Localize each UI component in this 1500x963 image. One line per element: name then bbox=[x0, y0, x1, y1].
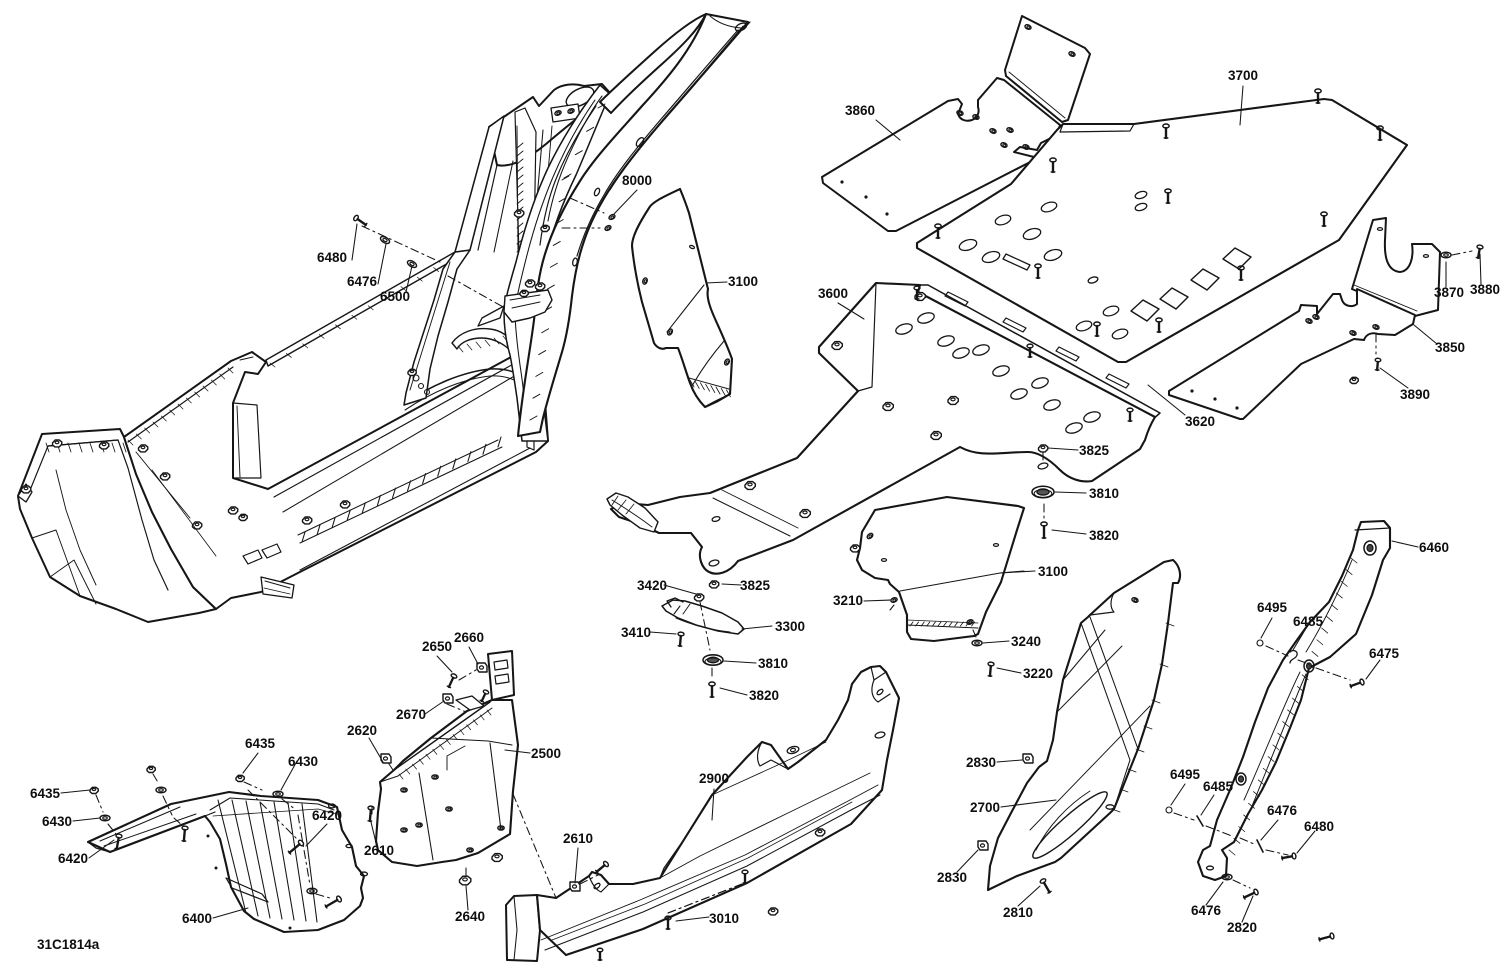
svg-text:3210: 3210 bbox=[833, 593, 863, 608]
svg-text:2610: 2610 bbox=[364, 843, 394, 858]
svg-text:2900: 2900 bbox=[699, 771, 729, 786]
svg-text:6435: 6435 bbox=[245, 736, 276, 751]
svg-text:3100: 3100 bbox=[1038, 564, 1068, 579]
svg-text:3420: 3420 bbox=[637, 578, 667, 593]
svg-text:2700: 2700 bbox=[970, 800, 1000, 815]
svg-text:2660: 2660 bbox=[454, 630, 484, 645]
svg-text:3820: 3820 bbox=[1089, 528, 1119, 543]
svg-text:3410: 3410 bbox=[621, 625, 651, 640]
svg-text:3825: 3825 bbox=[1079, 443, 1110, 458]
svg-text:6420: 6420 bbox=[58, 851, 88, 866]
svg-text:3300: 3300 bbox=[775, 619, 805, 634]
svg-text:2830: 2830 bbox=[937, 870, 967, 885]
svg-text:3600: 3600 bbox=[818, 286, 848, 301]
svg-text:6495: 6495 bbox=[1257, 600, 1288, 615]
svg-text:2650: 2650 bbox=[422, 639, 452, 654]
svg-text:6476: 6476 bbox=[1191, 903, 1222, 918]
svg-text:2640: 2640 bbox=[455, 909, 485, 924]
svg-text:2620: 2620 bbox=[347, 723, 377, 738]
svg-text:2670: 2670 bbox=[396, 707, 426, 722]
svg-text:3810: 3810 bbox=[1089, 486, 1119, 501]
svg-text:3220: 3220 bbox=[1023, 666, 1053, 681]
svg-text:6430: 6430 bbox=[288, 754, 318, 769]
svg-text:6460: 6460 bbox=[1419, 540, 1449, 555]
svg-text:3850: 3850 bbox=[1435, 340, 1465, 355]
svg-text:6476: 6476 bbox=[1267, 803, 1298, 818]
svg-text:3820: 3820 bbox=[749, 688, 779, 703]
svg-text:3860: 3860 bbox=[845, 103, 875, 118]
svg-text:31C1814a: 31C1814a bbox=[37, 937, 100, 952]
svg-text:3870: 3870 bbox=[1434, 285, 1464, 300]
svg-text:6420: 6420 bbox=[312, 808, 342, 823]
svg-text:2830: 2830 bbox=[966, 755, 996, 770]
svg-text:6475: 6475 bbox=[1369, 646, 1400, 661]
svg-text:3100: 3100 bbox=[728, 274, 758, 289]
svg-text:3825: 3825 bbox=[740, 578, 771, 593]
svg-text:6430: 6430 bbox=[42, 814, 72, 829]
svg-text:2820: 2820 bbox=[1227, 920, 1257, 935]
svg-text:6480: 6480 bbox=[317, 250, 347, 265]
svg-text:3890: 3890 bbox=[1400, 387, 1430, 402]
svg-text:2810: 2810 bbox=[1003, 905, 1033, 920]
svg-text:2610: 2610 bbox=[563, 831, 593, 846]
svg-text:6485: 6485 bbox=[1293, 614, 1324, 629]
svg-text:6480: 6480 bbox=[1304, 819, 1334, 834]
svg-text:3810: 3810 bbox=[758, 656, 788, 671]
svg-text:2500: 2500 bbox=[531, 746, 561, 761]
svg-text:3240: 3240 bbox=[1011, 634, 1041, 649]
svg-text:3700: 3700 bbox=[1228, 68, 1258, 83]
svg-text:3880: 3880 bbox=[1470, 282, 1500, 297]
svg-text:3010: 3010 bbox=[709, 911, 739, 926]
svg-text:6495: 6495 bbox=[1170, 767, 1201, 782]
svg-text:6400: 6400 bbox=[182, 911, 212, 926]
svg-text:8000: 8000 bbox=[622, 173, 652, 188]
svg-text:3620: 3620 bbox=[1185, 414, 1215, 429]
svg-text:6500: 6500 bbox=[380, 289, 410, 304]
svg-text:6485: 6485 bbox=[1203, 779, 1234, 794]
svg-text:6476: 6476 bbox=[347, 274, 378, 289]
svg-text:6435: 6435 bbox=[30, 786, 61, 801]
